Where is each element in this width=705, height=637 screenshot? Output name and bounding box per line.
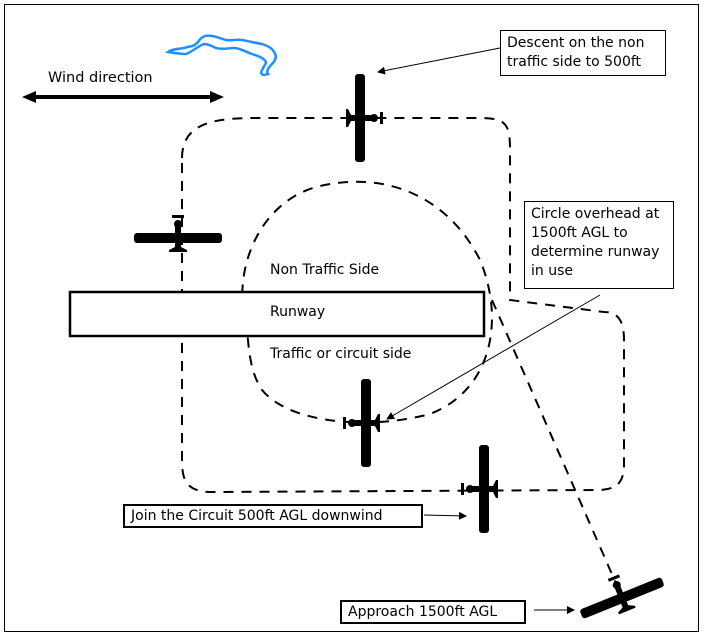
approach-path bbox=[491, 299, 619, 589]
wind-direction-label: Wind direction bbox=[48, 70, 153, 86]
aircraft-overhead-icon bbox=[343, 379, 380, 467]
diagram-frame bbox=[4, 4, 699, 632]
circle-overhead-callout: Circle overhead at 1500ft AGL to determi… bbox=[524, 201, 674, 289]
aircraft-approach-icon bbox=[572, 560, 669, 628]
descent-arrow bbox=[377, 47, 501, 75]
circle-callout-line-2: 1500ft AGL to bbox=[531, 225, 628, 241]
aircraft-downwind-icon bbox=[461, 445, 498, 533]
aircraft-top-icon bbox=[346, 74, 383, 162]
circuit-pattern-path bbox=[181, 117, 625, 494]
join-arrow bbox=[423, 511, 467, 520]
circle-callout-line-3: determine runway bbox=[531, 244, 660, 260]
overhead-circle-path bbox=[241, 180, 493, 424]
circle-arrow bbox=[386, 294, 601, 420]
circle-callout-line-1: Circle overhead at bbox=[531, 206, 660, 222]
descent-callout: Descent on the non traffic side to 500ft bbox=[500, 30, 666, 76]
runway-rect bbox=[68, 290, 486, 338]
approach-callout: Approach 1500ft AGL bbox=[340, 600, 526, 624]
non-traffic-side-label: Non Traffic Side bbox=[270, 262, 380, 278]
blue-scribble bbox=[164, 34, 277, 77]
traffic-side-label: Traffic or circuit side bbox=[270, 346, 412, 362]
circle-callout-line-4: in use bbox=[531, 263, 573, 279]
join-circuit-callout: Join the Circuit 500ft AGL downwind bbox=[123, 504, 423, 528]
descent-callout-line-2: traffic side to 500ft bbox=[507, 54, 642, 70]
descent-callout-line-1: Descent on the non bbox=[507, 35, 645, 51]
runway-label: Runway bbox=[270, 304, 326, 320]
wind-arrow-icon bbox=[22, 91, 224, 103]
aircraft-left-icon bbox=[134, 215, 222, 252]
